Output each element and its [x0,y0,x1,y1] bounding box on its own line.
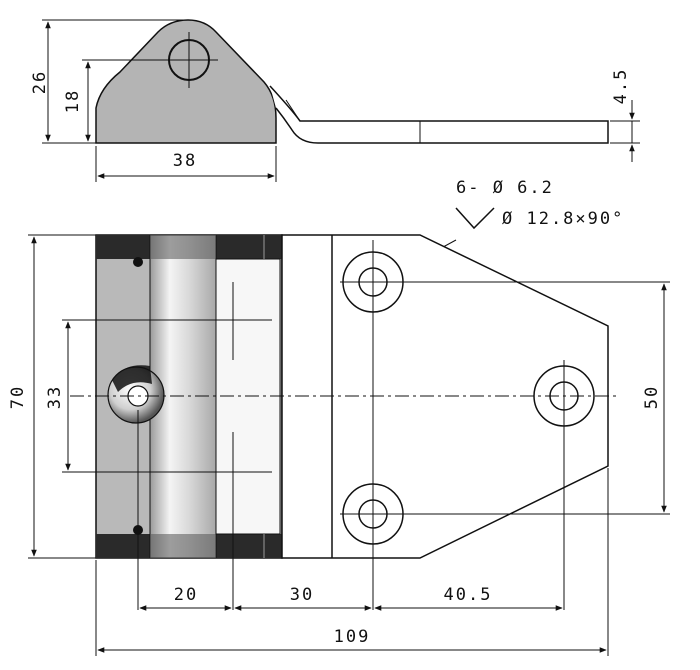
plan-view: 70 33 50 20 30 40.5 109 [8,234,670,656]
dim-label-50: 50 [642,385,662,409]
dim-label-18: 18 [63,89,83,113]
pin-cap-top [133,257,143,267]
dim-label-33: 33 [45,385,65,409]
dim-label-4-5: 4.5 [611,68,631,105]
side-body [95,19,277,144]
dim-label-70: 70 [8,385,28,409]
dim-label-20: 20 [174,585,198,605]
callout-hole-count: 6- Ø 6.2 [456,178,554,198]
side-view: 26 18 38 4.5 [30,19,640,182]
callout-countersink: Ø 12.8×90° [502,209,624,229]
dim-label-30: 30 [290,585,314,605]
dim-label-26: 26 [30,70,50,94]
countersink-symbol-icon [455,207,495,230]
side-leaf [269,85,609,144]
dim-label-38: 38 [173,151,197,171]
side-leaf-bend [285,99,301,122]
dim-label-109: 109 [334,627,371,647]
dim-label-40-5: 40.5 [444,585,493,605]
